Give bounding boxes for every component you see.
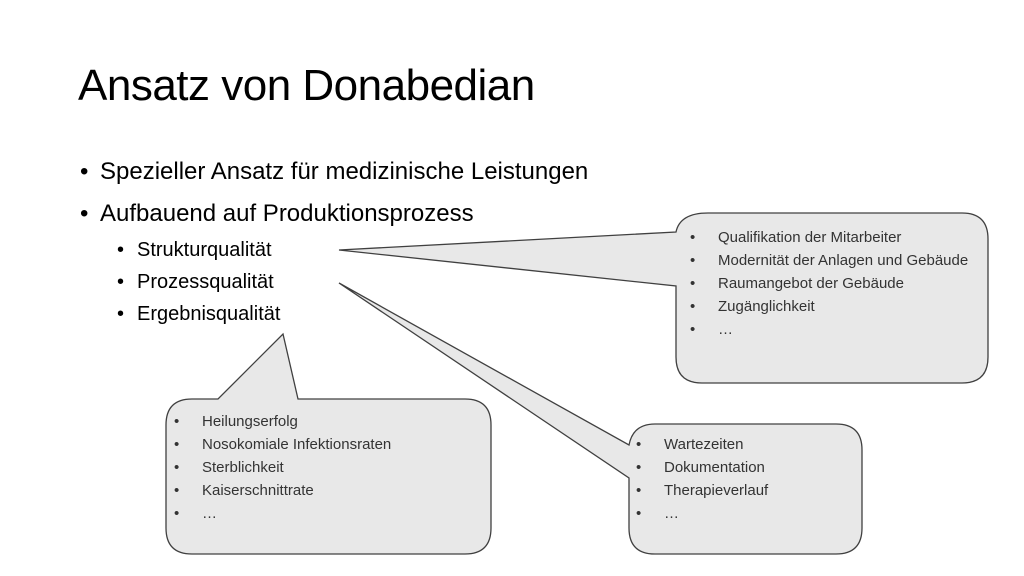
sub-bullet-prozessqualitaet: Prozessqualität [115,266,280,298]
main-bullet-list: Spezieller Ansatz für medizinische Leist… [78,155,588,239]
callout-item: … [168,502,478,525]
sub-bullet-list: Strukturqualität Prozessqualität Ergebni… [115,234,280,330]
callout-item: Wartezeiten [630,433,850,456]
callout-prozess-list: Wartezeiten Dokumentation Therapieverlau… [630,433,850,525]
callout-ergebnis-list: Heilungserfolg Nosokomiale Infektionsrat… [168,410,478,525]
sub-bullet-strukturqualitaet: Strukturqualität [115,234,280,266]
callout-item: Sterblichkeit [168,456,478,479]
callout-item: Nosokomiale Infektionsraten [168,433,478,456]
sub-bullet-ergebnisqualitaet: Ergebnisqualität [115,298,280,330]
callout-struktur-list: Qualifikation der Mitarbeiter Modernität… [684,226,974,341]
callout-item: Zugänglichkeit [684,295,974,318]
callout-item: Raumangebot der Gebäude [684,272,974,295]
callout-item: … [684,318,974,341]
bullet-item: Spezieller Ansatz für medizinische Leist… [78,155,588,189]
callout-item: Heilungserfolg [168,410,478,433]
callout-item: Qualifikation der Mitarbeiter [684,226,974,249]
callout-item: Kaiserschnittrate [168,479,478,502]
slide-title: Ansatz von Donabedian [78,61,535,110]
callout-item: … [630,502,850,525]
callout-item: Modernität der Anlagen und Gebäude [684,249,974,272]
callout-item: Therapieverlauf [630,479,850,502]
callout-item: Dokumentation [630,456,850,479]
bullet-item: Aufbauend auf Produktionsprozess [78,197,588,231]
